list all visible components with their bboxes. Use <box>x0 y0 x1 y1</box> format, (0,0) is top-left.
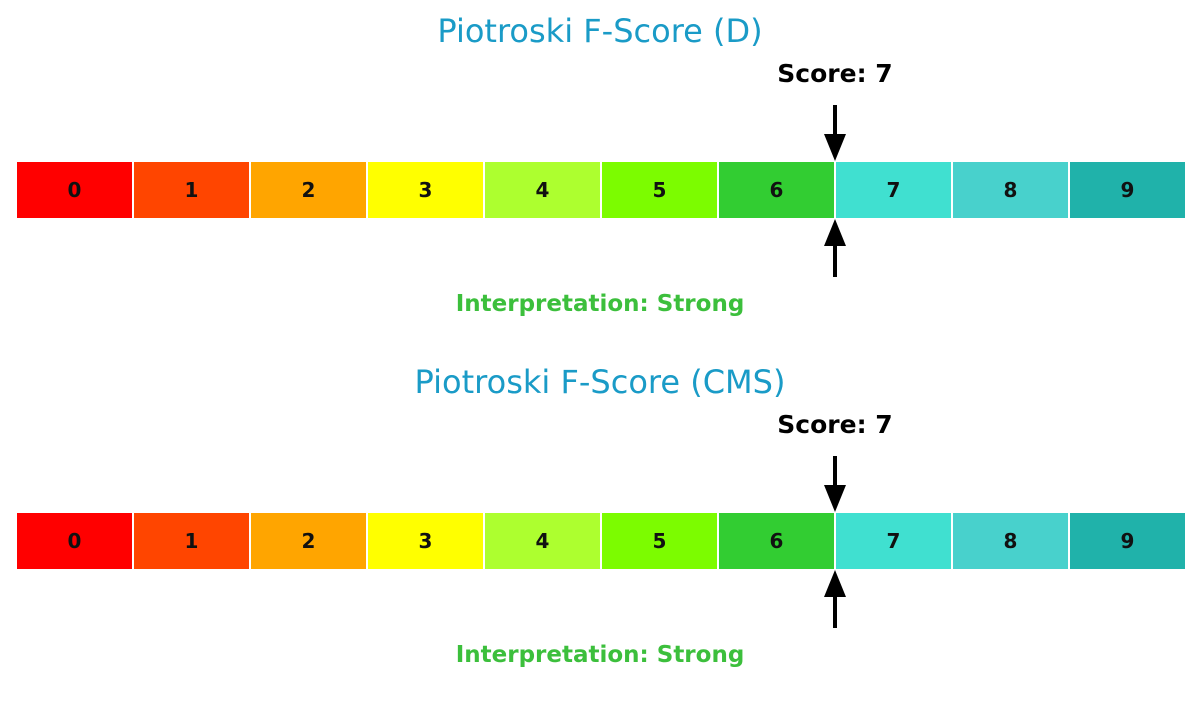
gauge-panel-0: Piotroski F-Score (D) Score: 7 0 1 2 3 4 5 6 7 8 9I… <box>15 12 1187 317</box>
gauge-panel-1: Piotroski F-Score (CMS) Score: 7 0 1 2 3 4 5 6 7 8… <box>15 363 1187 668</box>
score-arrow-down-icon <box>824 105 846 161</box>
segment-4 <box>483 511 602 571</box>
segment-0 <box>15 511 134 571</box>
segment-label: 1 <box>185 178 199 202</box>
segment-label: 3 <box>419 178 433 202</box>
segment-label: 9 <box>1121 529 1135 553</box>
score-label: Score: 7 <box>777 59 892 88</box>
segment-8 <box>951 160 1070 220</box>
segment-7 <box>834 160 953 220</box>
segment-label: 9 <box>1121 178 1135 202</box>
segment-5 <box>600 511 719 571</box>
segment-label: 5 <box>653 529 667 553</box>
segment-3 <box>366 511 485 571</box>
arrow-head <box>824 134 846 161</box>
chart-title: Piotroski F-Score (CMS) <box>415 363 786 401</box>
segment-label: 5 <box>653 178 667 202</box>
segment-label: 0 <box>68 178 82 202</box>
segment-4 <box>483 160 602 220</box>
chart-title: Piotroski F-Score (D) <box>437 12 762 50</box>
segment-1 <box>132 511 251 571</box>
segment-0 <box>15 160 134 220</box>
segment-label: 4 <box>536 529 550 553</box>
segment-label: 4 <box>536 178 550 202</box>
segment-label: 0 <box>68 529 82 553</box>
segment-6 <box>717 160 836 220</box>
segment-label: 7 <box>887 178 901 202</box>
segment-label: 2 <box>302 178 316 202</box>
segment-1 <box>132 160 251 220</box>
interpretation-label: Interpretation: Strong <box>456 291 745 317</box>
segment-label: 8 <box>1004 178 1018 202</box>
segment-label: 1 <box>185 529 199 553</box>
segment-9 <box>1068 160 1187 220</box>
segment-label: 8 <box>1004 529 1018 553</box>
segment-label: 7 <box>887 529 901 553</box>
score-arrow-up-icon <box>824 219 846 277</box>
score-label: Score: 7 <box>777 410 892 439</box>
segment-6 <box>717 511 836 571</box>
interpretation-label: Interpretation: Strong <box>456 642 745 668</box>
segment-label: 3 <box>419 529 433 553</box>
score-arrow-down-icon <box>824 456 846 512</box>
segment-9 <box>1068 511 1187 571</box>
segment-label: 6 <box>770 178 784 202</box>
segment-2 <box>249 160 368 220</box>
segment-label: 2 <box>302 529 316 553</box>
arrow-head <box>824 485 846 512</box>
arrow-head <box>824 570 846 597</box>
segment-5 <box>600 160 719 220</box>
score-arrow-up-icon <box>824 570 846 628</box>
segment-label: 6 <box>770 529 784 553</box>
arrow-head <box>824 219 846 246</box>
